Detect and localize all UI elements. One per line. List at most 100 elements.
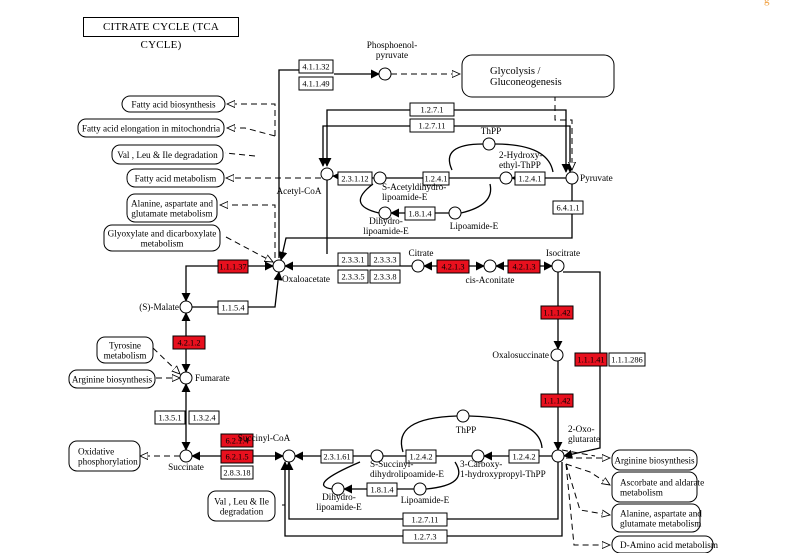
map-box-fatty_acid_biosynthesis[interactable] xyxy=(121,95,226,113)
compound-node-lipo2[interactable] xyxy=(413,482,427,496)
reaction-line-27 xyxy=(400,415,458,453)
compound-node-citrate[interactable] xyxy=(411,259,425,273)
enzyme-box-e1_2_7_11_bottom[interactable] xyxy=(402,512,448,527)
compound-label-thpp_bottom: ThPP xyxy=(456,425,476,435)
enzyme-box-e6_2_1_4[interactable] xyxy=(220,433,254,448)
enzyme-box-e2_3_3_5[interactable] xyxy=(337,269,369,284)
compound-node-pep[interactable] xyxy=(378,67,392,81)
enzyme-box-e1_2_7_3[interactable] xyxy=(402,529,448,544)
compound-node-hydroxy[interactable] xyxy=(499,171,513,185)
compound-label-dihydrolipoamide_bottom: Dihydro-lipoamide-E xyxy=(316,492,362,512)
enzyme-box-e1_8_1_4_top[interactable] xyxy=(404,206,436,221)
reaction-line-31 xyxy=(425,461,460,490)
enzyme-box-e1_1_1_41[interactable] xyxy=(574,352,608,367)
enzyme-box-e4_2_1_2[interactable] xyxy=(172,335,206,350)
compound-node-cis[interactable] xyxy=(483,259,497,273)
map-link-15 xyxy=(565,463,610,545)
enzyme-box-e1_1_5_4[interactable] xyxy=(217,300,249,315)
compound-label-lipoamide_bottom: Lipoamide-E xyxy=(401,495,450,505)
compound-node-succinate[interactable] xyxy=(179,449,193,463)
compound-label-hydroxyethyl_thpp: 2-Hydroxy-ethyl-ThPP xyxy=(499,150,542,170)
map-box-ascorbate[interactable] xyxy=(611,471,698,503)
enzyme-box-e1_1_1_37[interactable] xyxy=(217,259,249,274)
enzyme-box-e6_4_1_1[interactable] xyxy=(552,200,584,215)
enzyme-label-e1_2_4_2a: 1.2.4.2 xyxy=(409,453,432,462)
compound-node-thpp1[interactable] xyxy=(482,137,496,151)
compound-node-fumarate[interactable] xyxy=(179,371,193,385)
compound-node-isocit[interactable] xyxy=(551,259,565,273)
compound-label-two_oxoglutarate: 2-Oxo-glutarate xyxy=(568,424,600,444)
enzyme-box-e1_3_2_4[interactable] xyxy=(188,410,220,425)
enzyme-label-e2_3_3_8: 2.3.3.8 xyxy=(373,273,396,282)
enzyme-box-e2_3_3_8[interactable] xyxy=(369,269,401,284)
enzyme-box-e1_2_7_1[interactable] xyxy=(409,102,455,117)
map-box-val_leu_ile_top[interactable] xyxy=(111,144,224,165)
map-box-fatty_acid_elongation[interactable] xyxy=(77,118,225,138)
compound-node-succoa[interactable] xyxy=(282,449,296,463)
map-box-arginine_right[interactable] xyxy=(611,449,698,471)
compound-node-sacetyl[interactable] xyxy=(373,171,387,185)
compound-node-oxalo[interactable] xyxy=(272,259,286,273)
compound-label-s_acetyldihydrolipoamide: S-Acetyldihydro-lipoamide-E xyxy=(382,182,446,202)
enzyme-box-e6_2_1_5[interactable] xyxy=(220,449,254,464)
enzyme-box-e1_2_4_2b[interactable] xyxy=(508,449,540,464)
compound-node-malate[interactable] xyxy=(179,300,193,314)
map-box-val_leu_ile_bottom[interactable] xyxy=(207,490,276,522)
enzyme-box-e1_8_1_4_bottom[interactable] xyxy=(366,482,398,497)
compound-node-thpp2[interactable] xyxy=(456,409,470,423)
compound-label-s_malate: (S)-Malate xyxy=(139,302,179,312)
enzyme-label-e1_2_7_1: 1.2.7.1 xyxy=(420,106,443,115)
map-box-alanine_aspartate_right[interactable] xyxy=(611,503,701,533)
reaction-line-8 xyxy=(494,143,554,173)
enzyme-box-e1_2_4_2a[interactable] xyxy=(405,449,437,464)
map-box-glycolysis[interactable] xyxy=(461,54,615,98)
corner-mark: ĝ xyxy=(764,0,770,6)
map-link-1 xyxy=(554,95,572,170)
enzyme-box-e2_3_3_3[interactable] xyxy=(369,252,401,267)
enzyme-box-e2_3_1_61[interactable] xyxy=(320,449,354,464)
enzyme-label-e4_2_1_3b: 4.2.1.3 xyxy=(512,263,535,272)
compound-label-cis_aconitate: cis-Aconitate xyxy=(466,275,515,285)
enzyme-box-e1_3_5_1[interactable] xyxy=(154,410,186,425)
enzyme-label-e2_3_1_61: 2.3.1.61 xyxy=(323,453,350,462)
compound-node-dihydro2[interactable] xyxy=(331,482,345,496)
enzyme-box-e2_3_3_1[interactable] xyxy=(337,252,369,267)
map-box-fatty_acid_metabolism[interactable] xyxy=(126,168,225,188)
enzyme-label-e2_3_3_1: 2.3.3.1 xyxy=(341,256,364,265)
map-box-glyoxylate[interactable] xyxy=(103,224,221,252)
enzyme-box-e1_1_1_286[interactable] xyxy=(608,352,646,367)
enzyme-box-e1_2_4_1a[interactable] xyxy=(422,171,450,186)
map-box-arginine_left[interactable] xyxy=(68,369,156,389)
enzyme-label-e1_8_1_4_bottom: 1.8.1.4 xyxy=(370,486,394,495)
enzyme-box-e1_1_1_42a[interactable] xyxy=(540,305,574,320)
enzyme-label-e1_2_7_3: 1.2.7.3 xyxy=(413,533,436,542)
enzyme-label-e1_2_4_1a: 1.2.4.1 xyxy=(424,175,447,184)
compound-node-dihydro1[interactable] xyxy=(378,206,392,220)
enzyme-box-e2_3_1_12[interactable] xyxy=(337,171,373,186)
enzyme-label-e6_4_1_1: 6.4.1.1 xyxy=(556,204,579,213)
compound-node-lipo1[interactable] xyxy=(448,206,462,220)
compound-node-ssucc[interactable] xyxy=(370,449,384,463)
enzyme-box-e2_8_3_18[interactable] xyxy=(220,465,254,480)
enzyme-box-e4_1_1_32[interactable] xyxy=(298,59,334,74)
compound-node-oxoglu[interactable] xyxy=(551,449,565,463)
enzyme-box-e1_2_7_11_top[interactable] xyxy=(409,118,455,133)
enzyme-box-e1_1_1_42b[interactable] xyxy=(540,393,574,408)
enzyme-box-e4_2_1_3b[interactable] xyxy=(507,259,541,274)
enzyme-label-e4_2_1_3a: 4.2.1.3 xyxy=(441,263,464,272)
compound-node-oxalosucc[interactable] xyxy=(550,348,564,362)
map-box-tyrosine[interactable] xyxy=(96,336,154,364)
compound-node-pyruvate[interactable] xyxy=(565,171,579,185)
compound-node-carboxy[interactable] xyxy=(471,449,485,463)
enzyme-box-e4_1_1_49[interactable] xyxy=(298,76,334,91)
map-box-alanine_aspartate_left[interactable] xyxy=(126,193,218,223)
enzyme-box-e1_2_4_1b[interactable] xyxy=(514,171,546,186)
map-box-d_amino_acid[interactable] xyxy=(611,535,714,553)
compound-label-phosphoenolpyruvate: Phosphoenol-pyruvate xyxy=(367,40,418,60)
map-box-oxidative_phosphorylation[interactable] xyxy=(68,440,141,472)
enzyme-label-e1_2_7_11_top: 1.2.7.11 xyxy=(419,122,446,131)
enzyme-box-e4_2_1_3a[interactable] xyxy=(436,259,470,274)
enzyme-label-e1_1_1_41: 1.1.1.41 xyxy=(577,356,604,365)
compound-node-acetyl[interactable] xyxy=(320,167,334,181)
